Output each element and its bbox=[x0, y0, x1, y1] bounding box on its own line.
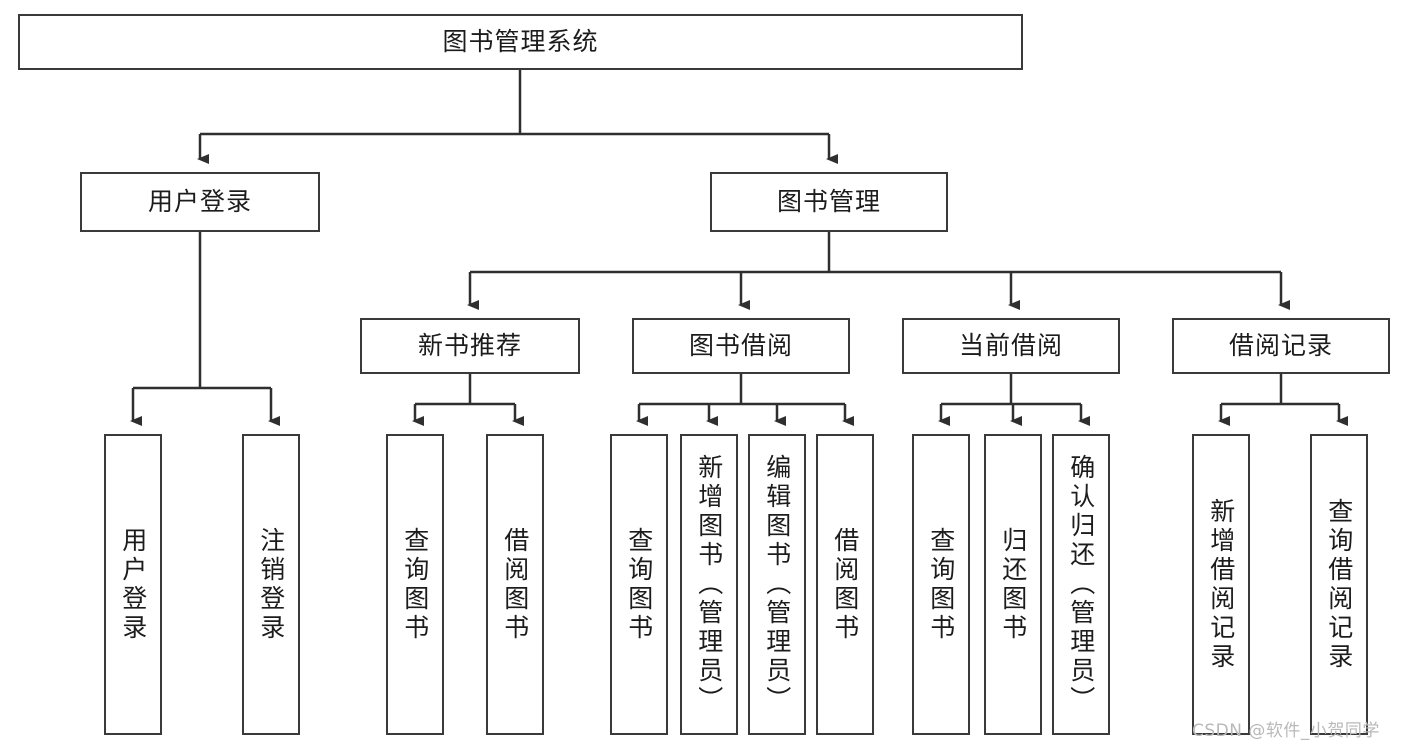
node-label: 图书管理系统 bbox=[442, 27, 599, 57]
node-leaf-query-book-2[interactable]: 查询图书 bbox=[610, 434, 668, 735]
node-leaf-query-book-3[interactable]: 查询图书 bbox=[912, 434, 970, 735]
node-label: 查询图书 bbox=[926, 526, 956, 643]
node-label: 查询借阅记录 bbox=[1324, 497, 1354, 672]
node-leaf-borrow-book-2[interactable]: 借阅图书 bbox=[816, 434, 874, 735]
node-label: 当前借阅 bbox=[958, 331, 1063, 361]
node-leaf-add-record[interactable]: 新增借阅记录 bbox=[1192, 434, 1250, 735]
node-label: 新书推荐 bbox=[417, 331, 522, 361]
node-label: 新增图书（管理员） bbox=[694, 454, 724, 715]
node-leaf-add-book[interactable]: 新增图书（管理员） bbox=[680, 434, 738, 735]
node-leaf-query-book-1[interactable]: 查询图书 bbox=[386, 434, 444, 735]
node-label: 查询图书 bbox=[400, 526, 430, 643]
node-leaf-confirm-return[interactable]: 确认归还（管理员） bbox=[1052, 434, 1110, 735]
node-leaf-logout[interactable]: 注销登录 bbox=[242, 434, 300, 735]
node-label: 新增借阅记录 bbox=[1206, 497, 1236, 672]
node-label: 图书管理 bbox=[776, 187, 881, 217]
node-new-book-rec[interactable]: 新书推荐 bbox=[360, 318, 580, 374]
node-label: 确认归还（管理员） bbox=[1066, 454, 1096, 715]
node-leaf-return-book[interactable]: 归还图书 bbox=[984, 434, 1042, 735]
node-label: 借阅记录 bbox=[1228, 331, 1333, 361]
node-leaf-user-login[interactable]: 用户登录 bbox=[104, 434, 162, 735]
node-label: 借阅图书 bbox=[830, 526, 860, 643]
node-book-borrow[interactable]: 图书借阅 bbox=[632, 318, 850, 374]
node-root[interactable]: 图书管理系统 bbox=[18, 14, 1023, 70]
node-leaf-borrow-book-1[interactable]: 借阅图书 bbox=[486, 434, 544, 735]
node-current-borrow[interactable]: 当前借阅 bbox=[902, 318, 1120, 374]
node-label: 图书借阅 bbox=[688, 331, 793, 361]
node-borrow-record[interactable]: 借阅记录 bbox=[1172, 318, 1390, 374]
watermark-label: CSDN @软件_小贺同学 bbox=[1192, 721, 1380, 741]
node-label: 编辑图书（管理员） bbox=[762, 454, 792, 715]
node-label: 用户登录 bbox=[118, 526, 148, 643]
node-label: 查询图书 bbox=[624, 526, 654, 643]
node-label: 借阅图书 bbox=[500, 526, 530, 643]
node-book-manage[interactable]: 图书管理 bbox=[710, 172, 948, 232]
node-label: 注销登录 bbox=[256, 526, 286, 643]
node-user-login[interactable]: 用户登录 bbox=[80, 172, 320, 232]
node-label: 用户登录 bbox=[147, 187, 252, 217]
node-label: 归还图书 bbox=[998, 526, 1028, 643]
node-leaf-edit-book[interactable]: 编辑图书（管理员） bbox=[748, 434, 806, 735]
node-leaf-query-record[interactable]: 查询借阅记录 bbox=[1310, 434, 1368, 735]
